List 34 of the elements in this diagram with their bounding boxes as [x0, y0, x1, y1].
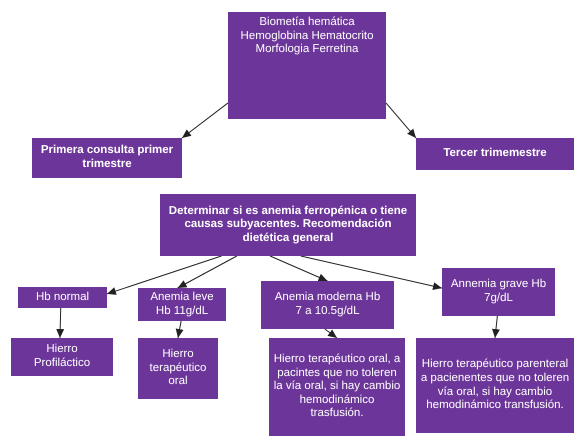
box-text: Hb normal [36, 290, 90, 304]
process-box [11, 338, 113, 376]
arrow [492, 316, 500, 338]
process-box [138, 338, 218, 399]
process-box [138, 288, 226, 321]
box-text: Hierro terapéutico parenteral a pacienentes que no toleren vía oral, si hay cambio hemodinámico transfusión. [420, 358, 570, 413]
arrow [386, 102, 416, 138]
box-text: Annemia grave Hb 7g/dL [450, 278, 548, 306]
arrow [324, 328, 338, 338]
process-box [32, 138, 182, 178]
box-text: Biometía hemática Hemoglobina Hematocrito Morfologia Ferretina [240, 16, 374, 57]
process-box [228, 12, 386, 119]
box-text: Tercer trimemestre [443, 147, 547, 161]
process-box [269, 338, 405, 436]
arrow [182, 102, 228, 138]
arrow [176, 320, 184, 338]
arrow [300, 256, 442, 290]
process-box [261, 281, 394, 329]
process-box [416, 138, 574, 170]
process-box [18, 287, 107, 308]
box-text: Hierro terapéutico oral, a pacintes que no toleren la vía oral, si hay cambio hemodinámico trasfusión. [273, 353, 401, 421]
process-box [160, 194, 416, 256]
arrow [177, 256, 238, 288]
process-box [416, 338, 574, 433]
box-text: Hierro Profiláctico [32, 343, 92, 371]
arrow [56, 308, 64, 338]
box-text: Primera consulta primer trimestre [40, 144, 174, 172]
box-text: Hierro terapéutico oral [148, 348, 208, 389]
box-text: Anemia moderna Hb 7 a 10.5g/dL [274, 291, 382, 319]
process-box [442, 268, 555, 316]
box-text: Anemia leve Hb 11g/dL [149, 290, 215, 318]
arrow [106, 256, 222, 295]
arrow [270, 256, 328, 282]
box-text: Determinar si es anemia ferropénica o tiene causas subyacentes. Recomendación dietética general [168, 204, 408, 246]
